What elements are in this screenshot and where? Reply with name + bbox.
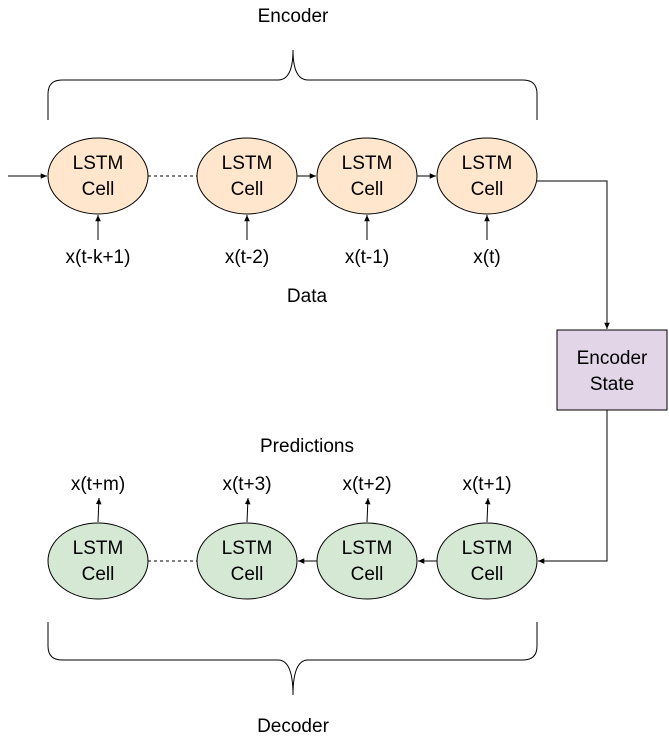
svg-text:Cell: Cell	[82, 564, 115, 585]
output-label: x(t+m)	[71, 474, 125, 495]
encoder-cell: LSTM Cell	[436, 137, 538, 215]
svg-text:LSTM: LSTM	[462, 538, 513, 559]
output-arrow	[95, 497, 102, 523]
svg-text:Cell: Cell	[82, 179, 115, 200]
output-label: x(t+2)	[342, 474, 391, 495]
state-to-decoder-connector	[538, 410, 608, 564]
svg-text:LSTM: LSTM	[73, 538, 124, 559]
encoder-cell: LSTM Cell	[196, 137, 298, 215]
encoder-state-box: Encoder State	[556, 329, 668, 411]
input-label: x(t-1)	[345, 247, 389, 268]
output-label: x(t+1)	[462, 474, 511, 495]
input-label: x(t)	[473, 247, 500, 268]
decoder-cell: LSTM Cell	[316, 522, 418, 600]
output-arrow	[244, 497, 251, 523]
encoder-label: Encoder	[258, 6, 329, 27]
data-label: Data	[287, 286, 328, 307]
svg-text:LSTM: LSTM	[73, 153, 124, 174]
svg-text:Cell: Cell	[231, 179, 264, 200]
input-label: x(t-2)	[225, 247, 269, 268]
decoder-label: Decoder	[257, 716, 329, 737]
svg-text:Encoder: Encoder	[577, 348, 648, 369]
encoder-cell: LSTM Cell	[316, 137, 418, 215]
svg-text:LSTM: LSTM	[342, 538, 393, 559]
svg-text:LSTM: LSTM	[222, 153, 273, 174]
svg-text:State: State	[590, 374, 634, 395]
svg-text:Cell: Cell	[471, 179, 504, 200]
decoder-cell: LSTM Cell	[47, 522, 149, 600]
output-arrow	[364, 497, 371, 523]
svg-text:LSTM: LSTM	[462, 153, 513, 174]
svg-text:Cell: Cell	[351, 564, 384, 585]
encoder-to-state-connector	[537, 180, 610, 329]
output-label: x(t+3)	[222, 474, 271, 495]
predictions-label: Predictions	[260, 436, 354, 457]
svg-text:LSTM: LSTM	[222, 538, 273, 559]
output-arrow	[484, 497, 491, 523]
svg-text:Cell: Cell	[231, 564, 264, 585]
svg-text:Cell: Cell	[351, 179, 384, 200]
encoder-cell: LSTM Cell	[47, 137, 149, 215]
decoder-cell: LSTM Cell	[436, 522, 538, 600]
svg-text:LSTM: LSTM	[342, 153, 393, 174]
input-label: x(t-k+1)	[66, 247, 131, 268]
svg-text:Cell: Cell	[471, 564, 504, 585]
decoder-brace	[47, 622, 538, 696]
decoder-cell: LSTM Cell	[196, 522, 298, 600]
encoder-brace	[47, 49, 538, 120]
